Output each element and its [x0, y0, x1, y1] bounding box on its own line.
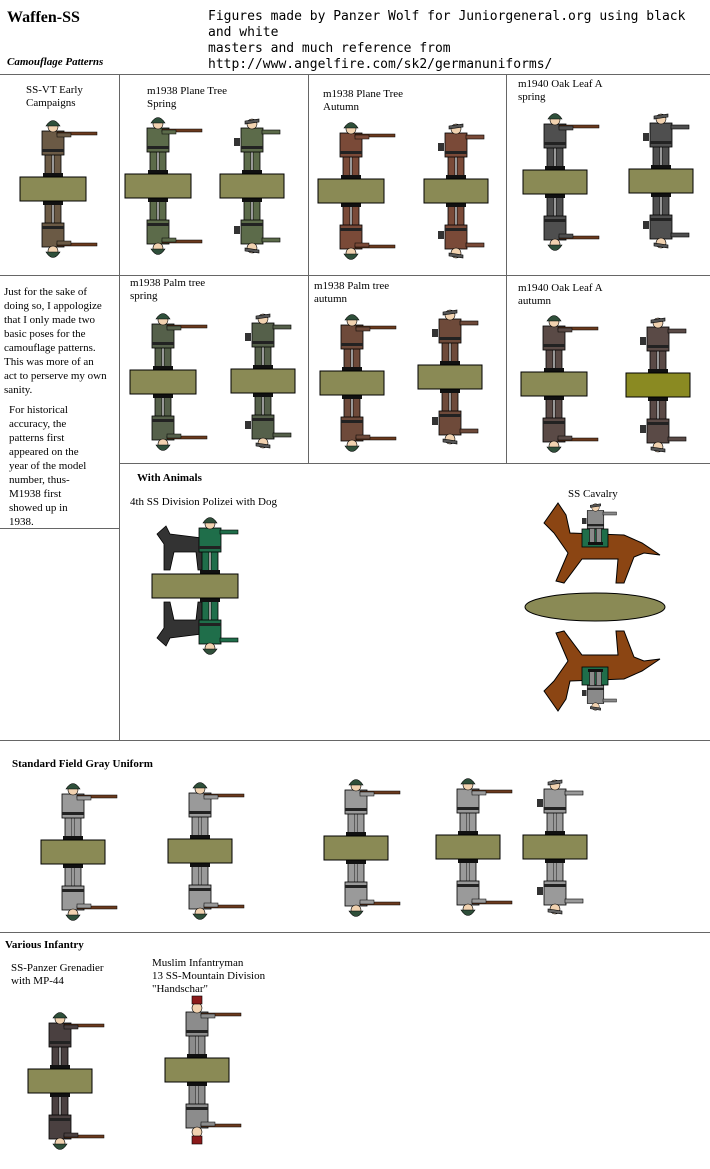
camo-figure-palm-autumn-officer	[417, 309, 483, 445]
camo-figure-oak-spring-rifle	[522, 113, 600, 251]
divider	[119, 463, 710, 464]
camo-figure-oak-autumn-officer	[625, 317, 691, 453]
camo-figure-ssvt	[19, 120, 98, 258]
infantry-heading: Various Infantry	[5, 939, 84, 951]
panzer-grenadier-figure	[27, 1012, 105, 1150]
camo-figure-oak-spring-officer	[628, 113, 694, 249]
field-gray-figure-2	[167, 782, 245, 920]
dog-handler-figure	[151, 517, 239, 655]
credit-link[interactable]: http://www.angelfire.com/sk2/germanunifo…	[208, 57, 553, 72]
divider	[0, 74, 710, 75]
divider	[0, 740, 710, 741]
muslim-infantry-figure	[164, 995, 242, 1145]
animals-heading: With Animals	[137, 472, 202, 484]
camo-figure-palm-spring-rifle	[129, 313, 208, 451]
camo-figure-plane-autumn-officer	[423, 123, 489, 259]
camo-figure-plane-spring-rifle	[124, 117, 203, 255]
cavalry-label: SS Cavalry	[568, 488, 618, 500]
field-gray-heading: Standard Field Gray Uniform	[12, 758, 153, 770]
camo-figure-plane-spring-officer	[219, 118, 285, 254]
page-title: Waffen-SS	[7, 9, 80, 26]
field-gray-figure-4	[435, 778, 513, 916]
camouflage-heading: Camouflage Patterns	[7, 56, 104, 68]
divider	[506, 74, 507, 463]
cavalry-figure	[524, 502, 666, 712]
field-gray-figure-1	[40, 783, 118, 921]
credit-line: masters and much reference from	[208, 41, 451, 56]
credit-line: Figures made by Panzer Wolf for Juniorge…	[208, 9, 686, 40]
field-gray-figure-officer	[522, 779, 588, 915]
dog-label: 4th SS Division Polizei with Dog	[130, 496, 277, 508]
camo-figure-plane-autumn-rifle	[317, 122, 396, 260]
divider	[119, 74, 120, 740]
divider	[0, 275, 710, 276]
camo-figure-palm-spring-officer	[230, 313, 296, 449]
field-gray-figure-3	[323, 779, 401, 917]
credit-text: Figures made by Panzer Wolf for Juniorge…	[208, 9, 703, 73]
divider	[308, 74, 309, 463]
divider	[0, 528, 120, 529]
divider	[0, 932, 710, 933]
camo-figure-palm-autumn-rifle	[319, 314, 397, 452]
camo-figure-oak-autumn-rifle	[520, 315, 599, 453]
